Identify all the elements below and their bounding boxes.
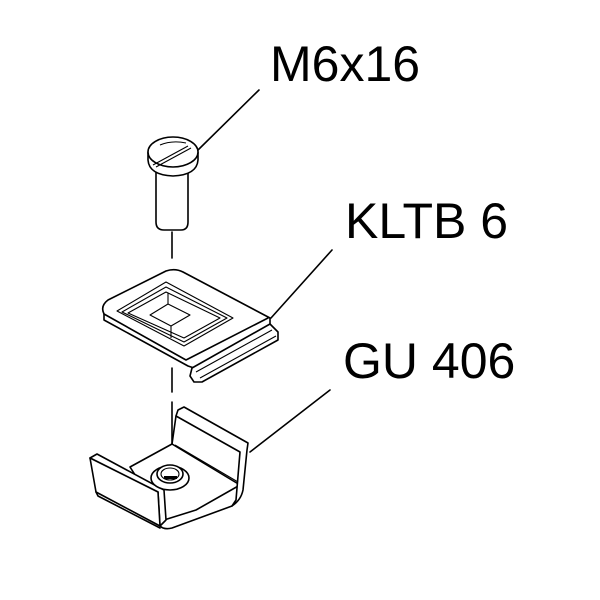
clip-kltb6 — [101, 268, 279, 383]
screw-m6x16 — [147, 136, 199, 231]
label-clip: KLTB 6 — [345, 193, 509, 249]
leader-line-screw — [197, 89, 260, 151]
label-bracket: GU 406 — [343, 333, 516, 389]
label-screw: M6x16 — [270, 36, 421, 92]
bracket-gu406 — [89, 406, 249, 530]
leader-line-clip — [270, 249, 333, 319]
leader-line-bracket — [249, 389, 331, 453]
